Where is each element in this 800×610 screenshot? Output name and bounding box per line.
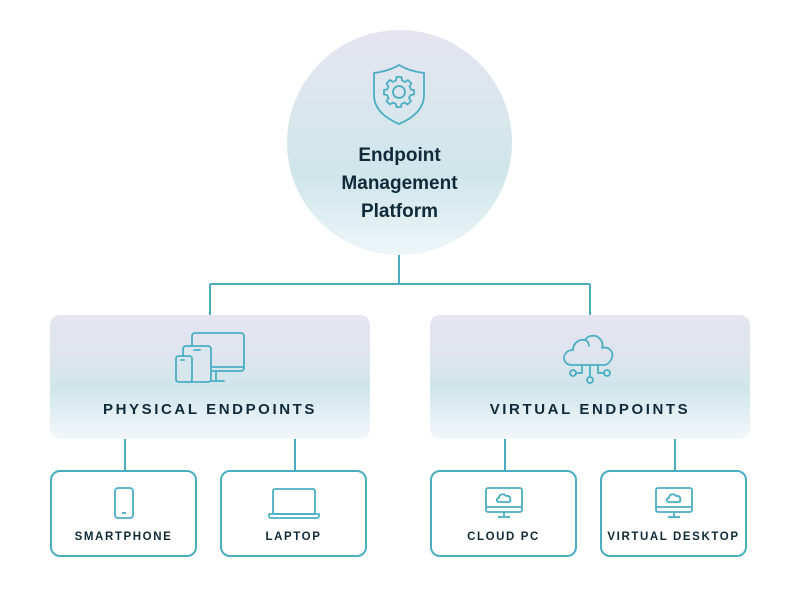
endpoint-laptop: LAPTOP xyxy=(220,470,367,557)
category-virtual-endpoints: VIRTUAL ENDPOINTS xyxy=(430,315,750,439)
root-title-line: Platform xyxy=(360,201,439,222)
root-title-line: Management xyxy=(341,173,458,194)
cloud-network-icon xyxy=(563,334,614,384)
cloud-monitor-icon xyxy=(654,487,693,518)
category-label: PHYSICAL ENDPOINTS xyxy=(102,401,318,418)
cloud-monitor-icon xyxy=(484,487,523,518)
endpoint-label: SMARTPHONE xyxy=(74,531,173,543)
root-node: Endpoint Management Platform xyxy=(287,30,512,255)
endpoint-smartphone: SMARTPHONE xyxy=(50,470,197,557)
devices-icon xyxy=(175,332,245,383)
root-title-line: Endpoint xyxy=(358,145,441,166)
endpoint-virtual-desktop: VIRTUAL DESKTOP xyxy=(600,470,747,557)
endpoint-label: CLOUD PC xyxy=(467,531,540,543)
root-title: Endpoint Management Platform xyxy=(287,142,512,226)
category-label: VIRTUAL ENDPOINTS xyxy=(489,401,691,418)
smartphone-icon xyxy=(113,487,134,519)
endpoint-label: VIRTUAL DESKTOP xyxy=(607,531,740,543)
shield-gear-icon xyxy=(373,64,425,125)
category-physical-endpoints: PHYSICAL ENDPOINTS xyxy=(50,315,370,439)
endpoint-label: LAPTOP xyxy=(265,531,322,543)
endpoint-cloud-pc: CLOUD PC xyxy=(430,470,577,557)
laptop-icon xyxy=(267,488,320,519)
